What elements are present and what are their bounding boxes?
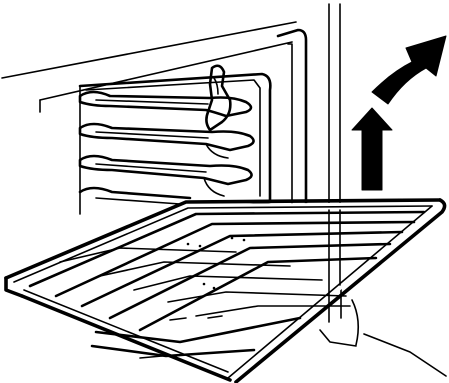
rack-dot [213, 287, 216, 290]
shelf-support-3 [80, 156, 252, 184]
oven-ceiling-edge [2, 22, 296, 78]
oven-floor-edge [364, 334, 446, 376]
shelf-support-4 [80, 188, 190, 198]
shelf-support-1-groove [96, 100, 208, 104]
rack-dot [203, 283, 206, 286]
shelf-support-2 [80, 124, 254, 150]
shelf-support-1 [80, 92, 251, 116]
rack-dot [199, 245, 202, 248]
oven-post-foot [352, 300, 358, 345]
rack-dot [187, 243, 190, 246]
oven-rack-lower-tick [140, 356, 162, 358]
rack-dot [243, 239, 246, 242]
oven-rack [6, 200, 446, 382]
arrow-up-icon [352, 108, 392, 190]
side-wall [80, 66, 270, 214]
oven-floor-corner [320, 330, 356, 346]
shelf-latch-detail [214, 78, 218, 94]
shelf-support-4-groove [96, 198, 180, 204]
arrow-up-right-icon [372, 36, 446, 104]
rack-dot [231, 237, 234, 240]
direction-arrows [352, 36, 446, 190]
oven-ceiling-inner [40, 42, 292, 100]
